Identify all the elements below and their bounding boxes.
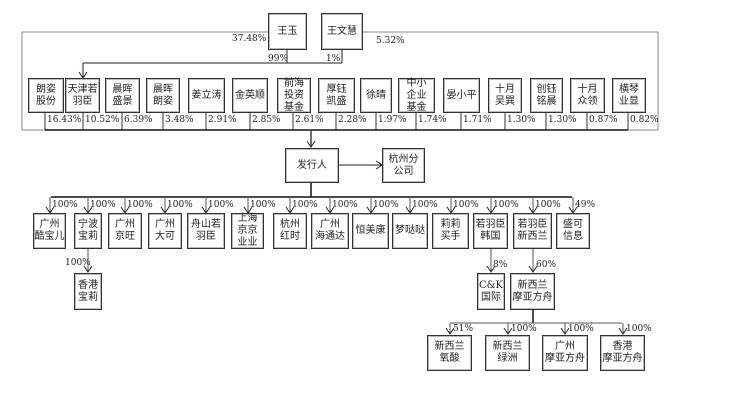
subsidiary-box: 舟山若 羽臣 [187, 213, 225, 249]
shareholder-box: 晏小平 [443, 78, 480, 113]
shareholder-box: 前海 投资 基金 [277, 78, 311, 113]
tianjin-holding-percentage: 99% [268, 54, 289, 64]
subsidiary-box: 广州 京旺 [108, 213, 142, 249]
subsidiary-box: 恒美康 [352, 213, 389, 249]
subsidiary-box: 梦哒哒 [392, 213, 428, 249]
subsidiary-percentage: 100% [52, 200, 78, 210]
third-level-subsidiary-box: 新西兰 氧酸 [427, 335, 472, 371]
shareholder-percentage: 2.28% [338, 115, 367, 125]
subsidiary-percentage: 100% [412, 200, 438, 210]
second-level-subsidiary-box: 香港 宝莉 [74, 273, 102, 310]
subsidiary-box: 广州 海通达 [311, 213, 349, 249]
branch-box: 杭州分 公司 [382, 148, 425, 183]
subsidiary-percentage: 100% [373, 200, 399, 210]
shareholder-box: 徐晴 [360, 78, 392, 113]
subsidiary-percentage: 100% [167, 200, 193, 210]
shareholder-box: 中小 企业 基金 [398, 78, 435, 113]
third-level-subsidiary-box: 香港 摩亚方舟 [600, 335, 645, 371]
shareholder-percentage: 1.30% [507, 115, 536, 125]
arrowhead-icon [560, 327, 570, 335]
subsidiary-percentage: 100% [535, 200, 561, 210]
second-level-percentage: 60% [536, 260, 557, 270]
shareholder-percentage: 2.85% [252, 115, 281, 125]
subsidiary-percentage: 100% [90, 200, 116, 210]
subsidiary-percentage: 100% [332, 200, 358, 210]
third-level-percentage: 51% [453, 324, 474, 334]
arrowhead-icon [83, 265, 93, 273]
shareholder-percentage: 1.30% [548, 115, 577, 125]
subsidiary-percentage: 100% [250, 200, 276, 210]
shareholder-percentage: 0.87% [589, 115, 618, 125]
controller-direct-percentage: 5.32% [376, 36, 405, 46]
shareholder-percentage: 16.43% [47, 115, 82, 125]
subsidiary-box: 上海 京京 业业 [231, 213, 264, 249]
subsidiary-box: 若羽臣 韩国 [473, 213, 508, 249]
shareholder-percentage: 10.52% [85, 115, 120, 125]
subsidiary-box: 莉莉 买手 [432, 213, 469, 249]
subsidiary-percentage: 100% [493, 200, 519, 210]
shareholder-box: 朗姿 股份 [28, 78, 64, 113]
shareholder-percentage: 1.74% [418, 115, 447, 125]
shareholder-percentage: 1.97% [378, 115, 407, 125]
third-level-percentage: 100% [511, 324, 537, 334]
shareholder-box: 十月 众领 [570, 78, 605, 113]
controller-box: 王文慧 [321, 13, 363, 50]
shareholder-box: 创钰 铭晨 [530, 78, 563, 113]
shareholder-box: 晨晖 朗姿 [146, 78, 180, 113]
arrowhead-icon [503, 327, 513, 335]
shareholder-percentage: 0.82% [630, 115, 659, 125]
shareholder-percentage: 3.48% [165, 115, 194, 125]
arrowhead-icon [486, 265, 496, 273]
arrowhead-icon [618, 327, 628, 335]
subsidiary-percentage: 100% [292, 200, 318, 210]
third-level-subsidiary-box: 广州 摩亚方舟 [542, 335, 588, 371]
controller-direct-percentage: 37.48% [232, 34, 267, 44]
shareholder-box: 金英顺 [232, 78, 268, 113]
third-level-subsidiary-box: 新西兰 绿洲 [485, 335, 530, 371]
subsidiary-box: 宁波 宝莉 [74, 213, 102, 249]
shareholder-percentage: 2.61% [295, 115, 324, 125]
subsidiary-box: 广州 酷宝儿 [33, 213, 66, 249]
issuer-box: 发行人 [285, 148, 339, 183]
shareholder-box: 十月 吴巽 [488, 78, 522, 113]
shareholder-box: 厚钰 凯盛 [318, 78, 355, 113]
shareholder-box: 横琴 业显 [612, 78, 646, 113]
second-level-percentage: 100% [65, 258, 91, 268]
subsidiary-percentage: 100% [208, 200, 234, 210]
shareholder-percentage: 2.91% [208, 115, 237, 125]
subsidiary-box: 广州 大可 [148, 213, 182, 249]
second-level-subsidiary-box: C&K 国际 [477, 273, 505, 310]
shareholder-box: 晨晖 盛景 [105, 78, 140, 113]
subsidiary-percentage: 49% [575, 200, 596, 210]
subsidiary-box: 盛可 信息 [556, 213, 590, 249]
subsidiary-box: 若羽臣 新西兰 [513, 213, 552, 249]
tianjin-holding-percentage: 1% [326, 54, 341, 64]
third-level-percentage: 100% [626, 324, 652, 334]
third-level-percentage: 100% [568, 324, 594, 334]
arrowhead-icon [306, 140, 316, 148]
arrowhead-icon [445, 327, 455, 335]
subsidiary-percentage: 100% [127, 200, 153, 210]
subsidiary-box: 杭州 红时 [273, 213, 307, 249]
controller-box: 王玉 [268, 13, 307, 50]
second-level-percentage: 8% [493, 260, 508, 270]
shareholder-box: 姜立涛 [188, 78, 225, 113]
shareholder-percentage: 1.71% [463, 115, 492, 125]
shareholder-box: 天津若 羽臣 [65, 78, 100, 113]
subsidiary-percentage: 100% [453, 200, 479, 210]
shareholder-percentage: 6.39% [124, 115, 153, 125]
second-level-subsidiary-box: 新西兰 摩亚方舟 [510, 273, 555, 310]
arrowhead-icon [528, 265, 538, 273]
